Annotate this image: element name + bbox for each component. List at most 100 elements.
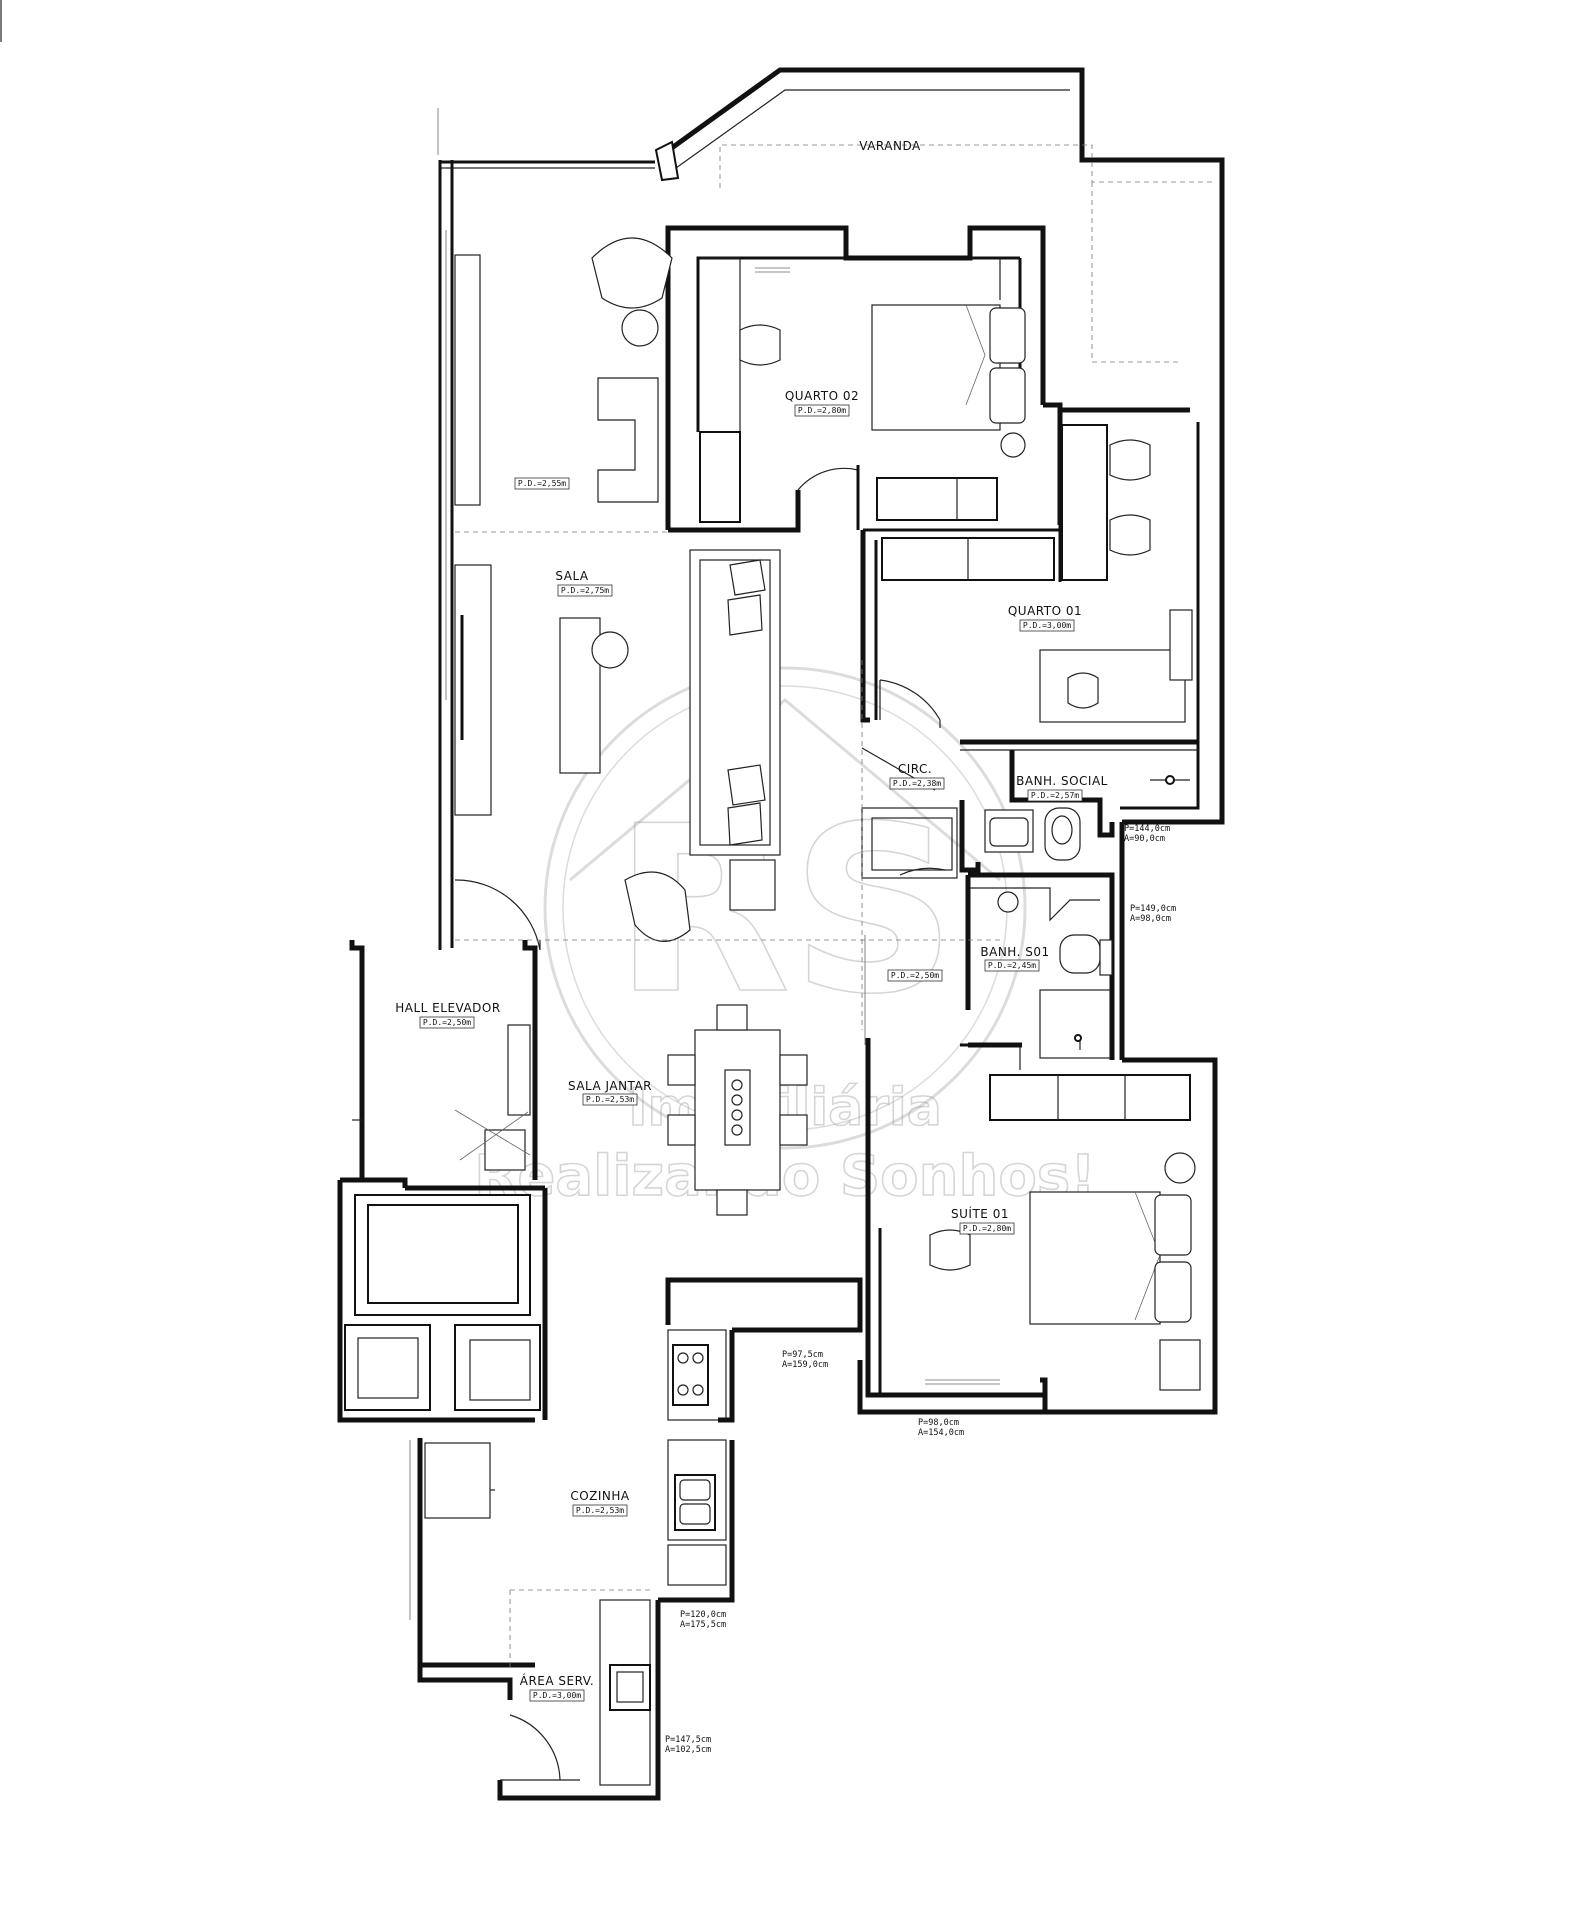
sala-cushion-3: [727, 764, 766, 806]
pd-sala-top: P.D.=2,55m: [518, 479, 566, 488]
quarto01-chair-1: [1109, 439, 1151, 481]
dim-6-a: A=102,5cm: [665, 1745, 711, 1755]
cozinha-stove: [672, 1344, 709, 1406]
dim-4-a: A=154,0cm: [918, 1428, 964, 1438]
hall-right-wall: [522, 940, 538, 1180]
quarto01-bed: [1039, 649, 1186, 723]
area-servico: [417, 1589, 661, 1801]
room-labels: VARANDA QUARTO 02 P.D.=2,80m P.D.=2,55m …: [395, 139, 1107, 1702]
quarto01-chair-2: [1109, 514, 1151, 556]
label-circ: CIRC.: [898, 762, 932, 776]
banh-social-shower-head: [1165, 775, 1175, 785]
quarto02-door-swing: [797, 467, 859, 491]
quarto02-inner-wall-left: [696, 256, 740, 432]
quarto02-chair: [739, 324, 781, 366]
banh-social-basin: [989, 817, 1029, 847]
suite-outer-wall: [1040, 1057, 1218, 1415]
east-wall-inner: [1120, 422, 1200, 810]
cozinha-sink: [674, 1474, 716, 1531]
label-area-serv: ÁREA SERV.: [520, 1673, 595, 1688]
hall-left-wall: [349, 940, 365, 1180]
suite-pillow-1: [1154, 1194, 1192, 1256]
quarto02-east-wall: [1043, 402, 1063, 525]
cozinha-right-lower-wall: [658, 1440, 735, 1603]
pd-area-serv: P.D.=3,00m: [533, 1691, 581, 1700]
service-shaft-2: [454, 1324, 541, 1411]
dining-chair-top: [716, 1004, 748, 1031]
label-quarto02: QUARTO 02: [785, 389, 859, 403]
dining-centerpiece: [724, 1069, 751, 1146]
area-door-swing: [509, 1714, 561, 1781]
cozinha-fridge: [424, 1442, 491, 1519]
quarto02-bottom-wall-left: [668, 490, 801, 533]
pd-quarto01: P.D.=3,00m: [1023, 621, 1071, 630]
dining-chair-bottom: [716, 1189, 748, 1216]
elevator-car: [367, 1204, 519, 1304]
suite-left-wall: [865, 1038, 1045, 1398]
dim-4-p: P=98,0cm: [918, 1418, 959, 1428]
dim-5-a: A=175,5cm: [680, 1620, 726, 1630]
sala-tv-panel-mid: [454, 564, 492, 816]
banh-social-walls: [1009, 750, 1115, 838]
pd-suite01: P.D.=2,80m: [963, 1224, 1011, 1233]
banh-s01-basin: [997, 891, 1019, 913]
cozinha-right-wall: [718, 1330, 735, 1423]
cozinha-top-wall: [665, 1277, 863, 1333]
label-suite01: SUÍTE 01: [951, 1206, 1009, 1221]
quarto01-tv: [1169, 609, 1193, 681]
dining-chair-right-1: [779, 1054, 808, 1086]
suite-bed: [1029, 1191, 1161, 1325]
hall-bench: [507, 1024, 531, 1116]
pd-circ: P.D.=2,38m: [893, 779, 941, 788]
hall-plant: [484, 1129, 526, 1171]
east-wall-upper: [1122, 400, 1225, 825]
quarto02-pillow-2: [989, 367, 1026, 424]
shaft-outer-wall: [337, 1180, 535, 1423]
label-quarto01: QUARTO 01: [1008, 604, 1082, 618]
suite-01: [865, 1038, 1201, 1398]
pd-cozinha: P.D.=2,53m: [576, 1506, 624, 1515]
pd-banh-social: P.D.=2,57m: [1031, 791, 1079, 800]
quarto01-desk: [1061, 424, 1108, 581]
quarto02-pillow-1: [989, 307, 1026, 364]
sala-cushion-1: [729, 559, 766, 596]
cozinha: [409, 1277, 863, 1668]
dim-2-p: P=149,0cm: [1130, 904, 1176, 914]
quarto01-left-wall: [860, 530, 870, 723]
dim-5-p: P=120,0cm: [680, 1610, 726, 1620]
banh-social-left-wall: [959, 800, 981, 873]
label-varanda: VARANDA: [859, 139, 921, 153]
banh-s01-shower: [1039, 989, 1111, 1059]
quarto01-door-swing: [879, 679, 941, 721]
quarto-02: [665, 225, 1063, 533]
dim-2-a: A=98,0cm: [1130, 914, 1171, 924]
sala-side-table: [621, 309, 659, 347]
varanda-inner-wall: [675, 89, 1070, 169]
elevator-shaft-top-left: [340, 1177, 408, 1188]
dim-3-a: A=159,0cm: [782, 1360, 828, 1370]
sala-door-swing: [454, 879, 541, 951]
label-hall-elevador: HALL ELEVADOR: [395, 1001, 500, 1015]
dim-3-p: P=97,5cm: [782, 1350, 823, 1360]
exterior-walls: [437, 67, 1225, 1415]
watermark-line2: Realizando Sonhos!: [474, 1144, 1095, 1209]
sala-tv-panel-top: [454, 254, 481, 506]
sala-armchair-top: [591, 237, 673, 309]
banh-s01-tank: [1099, 939, 1113, 976]
suite-nightstand-top: [1164, 1152, 1196, 1184]
hall-elevador: [337, 940, 548, 1423]
dim-6-p: P=147,5cm: [665, 1735, 711, 1745]
banh-s01-toilet: [1059, 934, 1101, 974]
dining-chair-right-2: [779, 1114, 808, 1146]
circ-door-swing: [899, 867, 946, 876]
quarto02-nightstand: [1000, 432, 1026, 458]
quarto02-wardrobe-bottom: [876, 477, 998, 521]
label-cozinha: COZINHA: [570, 1489, 630, 1503]
varanda-dashed-area: [719, 144, 1212, 188]
sala-side-table-2: [591, 631, 629, 669]
banh-s01-shower-head: [1074, 1034, 1082, 1042]
banh-s01-counter: [970, 887, 1100, 922]
pd-quarto02: P.D.=2,80m: [798, 406, 846, 415]
varanda-outer-wall: [660, 67, 1225, 400]
